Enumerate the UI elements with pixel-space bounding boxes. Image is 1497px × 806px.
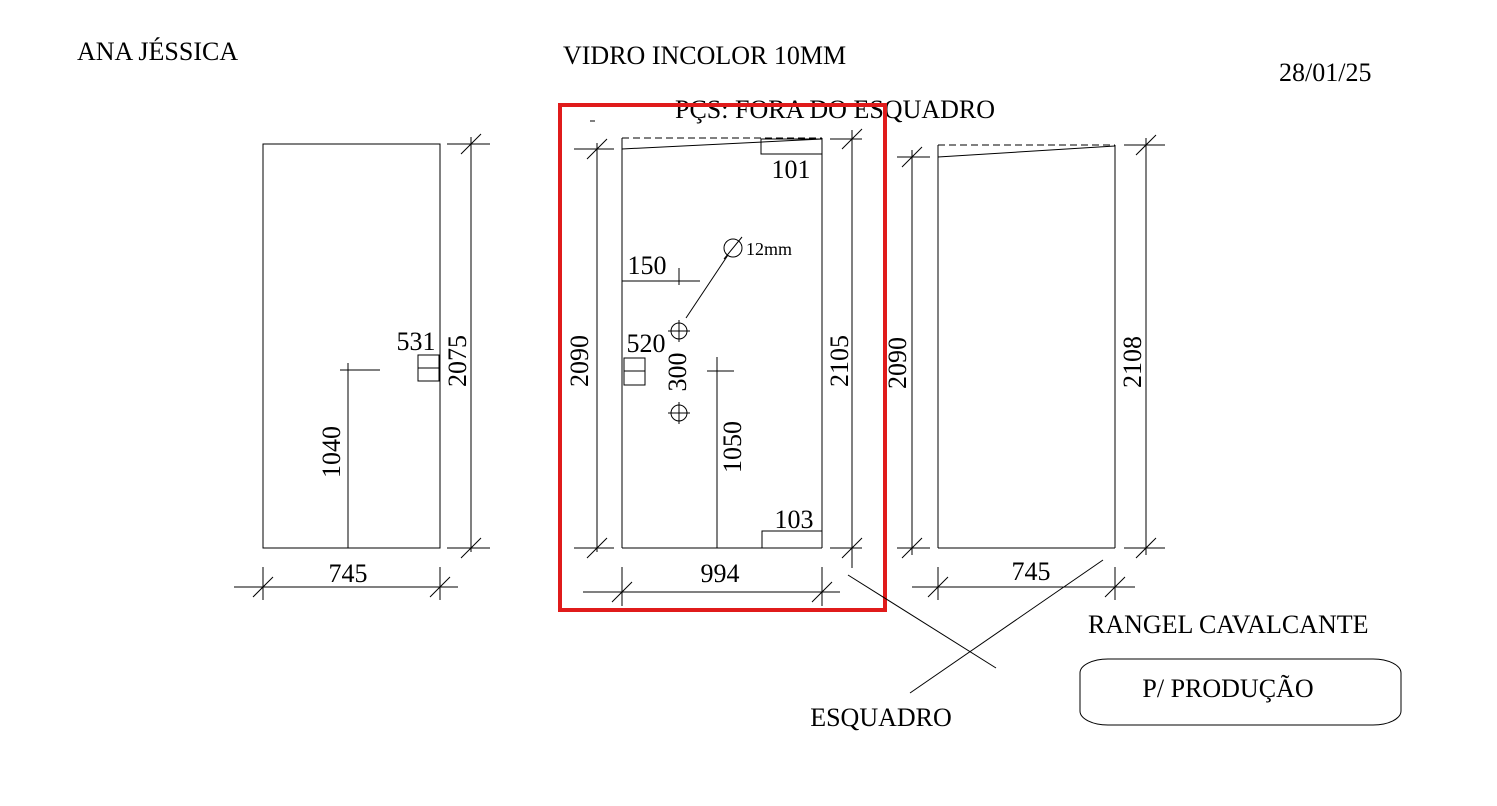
dim-tick: [811, 581, 833, 603]
dim-tick: [927, 576, 949, 598]
hole-diameter-label: 12mm: [746, 239, 792, 259]
panel-center-width-label: 994: [701, 559, 740, 588]
dim-tick: [586, 537, 608, 559]
panel-center-right-height-label: 2105: [825, 335, 854, 387]
dim-tick: [586, 138, 608, 160]
panel-center-cutout-label: 520: [627, 329, 666, 358]
hole-spacing-label: 300: [663, 353, 692, 392]
status-stamp: [1079, 658, 1402, 726]
panel-right-right-height-label: 2108: [1118, 336, 1147, 388]
dim-tick: [901, 537, 923, 559]
client-name: ANA JÉSSICA: [77, 37, 238, 66]
panel-left-cutout-label: 531: [397, 327, 436, 356]
dim-tick: [901, 146, 923, 168]
hole-offset-label: 150: [628, 251, 667, 280]
bottom-notch: [761, 530, 822, 548]
diameter-icon: [723, 238, 743, 258]
top-notch: [760, 138, 823, 155]
panel-left-height-label: 2075: [443, 335, 472, 387]
panel-center-handle-height-label: 1050: [718, 421, 747, 473]
drawing-date: 28/01/25: [1279, 58, 1371, 87]
dim-tick: [460, 133, 482, 155]
dim-tick: [1135, 537, 1157, 559]
highlight-box: [558, 103, 887, 612]
leader-line: [685, 254, 729, 319]
diameter-icon: [723, 236, 743, 260]
customer-name: RANGEL CAVALCANTE: [1088, 610, 1368, 639]
panel-left-outline: [262, 143, 441, 549]
panel-right-width-label: 745: [1012, 557, 1051, 586]
panel-left-width-label: 745: [329, 559, 368, 588]
esquadro-leader: [847, 574, 997, 669]
dim-tick: [1104, 576, 1126, 598]
panel-left-handle-height-label: 1040: [317, 426, 346, 478]
material-title: VIDRO INCOLOR 10MM: [563, 41, 846, 70]
dim-tick: [429, 576, 451, 598]
panel-left: 745 2075 531 1040: [234, 133, 490, 600]
dim-tick: [841, 537, 863, 559]
dim-tick: [252, 576, 274, 598]
esquadro-leader: [909, 559, 1104, 694]
status-label: P/ PRODUÇÃO: [1142, 674, 1313, 703]
panel-right: 2090 2108 745: [883, 134, 1165, 600]
dim-tick: [460, 537, 482, 559]
dim-tick: [841, 128, 863, 150]
top-notch-label: 101: [772, 155, 811, 184]
panel-center-left-height-label: 2090: [565, 335, 594, 387]
panel-center: 101 103 2090 2105 994 150: [565, 120, 863, 606]
dim-tick: [1135, 134, 1157, 156]
dim-tick: [611, 581, 633, 603]
panel-center-top-edge: [621, 138, 823, 150]
out-of-square-note: PÇS: FORA DO ESQUADRO: [675, 95, 995, 124]
panel-right-left-height-label: 2090: [883, 337, 912, 389]
esquadro-label: ESQUADRO: [810, 703, 952, 732]
panel-right-top-edge: [937, 145, 1116, 158]
bottom-notch-label: 103: [775, 505, 814, 534]
